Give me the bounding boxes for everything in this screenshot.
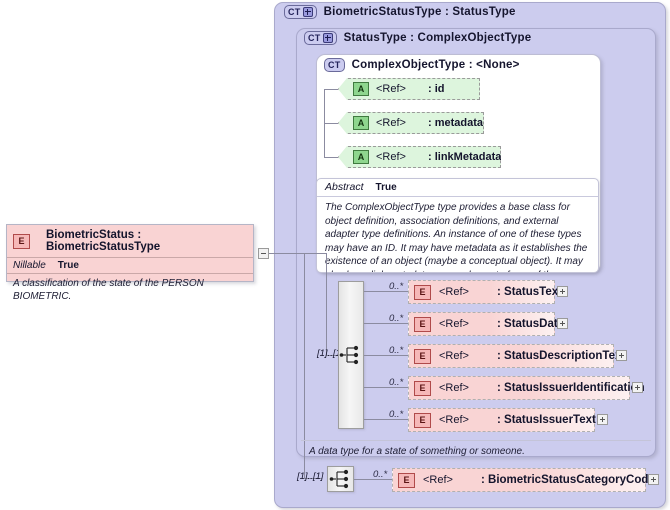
attribute-name: : linkMetadata: [428, 151, 502, 163]
cardinality-biometricstatuscategorycode: 0..*: [373, 469, 388, 480]
root-element-header: E BiometricStatus : BiometricStatusType: [7, 225, 253, 258]
element-connector-line: [364, 355, 408, 356]
sequence-cardinality-statustype: [1]..[1]: [317, 348, 344, 359]
expand-toggle-statusdate[interactable]: [557, 318, 568, 329]
sequence-compositor-biometricstatustype[interactable]: [327, 466, 354, 492]
attribute-ref: <Ref>: [376, 151, 406, 163]
cardinality-statusissueridentification: 0..*: [389, 377, 404, 388]
root-element-documentation: A classification of the state of the PER…: [13, 278, 204, 302]
root-connector-line: [304, 253, 305, 478]
element-connector-line: [364, 323, 408, 324]
attribute-badge-icon: A: [353, 82, 369, 96]
collapse-toggle-icon[interactable]: [258, 248, 269, 259]
element-badge-icon: E: [414, 284, 431, 300]
cardinality-statusdescriptiontext: 0..*: [389, 345, 404, 356]
complexobjecttype-documentation: The ComplexObjectType type provides a ba…: [325, 202, 588, 272]
element-connector-line: [364, 387, 408, 388]
cardinality-statusissuertext: 0..*: [389, 409, 404, 420]
element-badge-icon: E: [398, 472, 415, 488]
element-ref: <Ref>: [439, 382, 469, 394]
element-connector-line: [364, 291, 408, 292]
element-badge-icon: E: [414, 380, 431, 396]
element-row-statusissuertext[interactable]: E <Ref> : StatusIssuerText: [408, 408, 596, 432]
element-ref: <Ref>: [439, 286, 469, 298]
element-row-statusdate[interactable]: E <Ref> : StatusDate: [408, 312, 564, 336]
element-name: : BiometricStatusCategoryCode: [481, 474, 655, 486]
attribute-tree-branch: [324, 89, 338, 90]
attribute-tree-branch: [324, 123, 338, 124]
expand-toggle-statustext[interactable]: [557, 286, 568, 297]
nillable-value: True: [57, 260, 79, 271]
abstract-label: Abstract: [325, 181, 364, 193]
sequence-glyph-icon: [329, 469, 348, 489]
element-ref: <Ref>: [439, 318, 469, 330]
complexobjecttype-annotation-panel: Abstract True The ComplexObjectType type…: [316, 178, 599, 273]
complextype-badge-icon: CT: [324, 58, 345, 72]
attribute-row-id[interactable]: A <Ref> : id: [338, 78, 480, 100]
statustype-connector-line: [304, 253, 326, 254]
expand-toggle-biometricstatuscategorycode[interactable]: [648, 474, 659, 485]
sequence-cardinality-biometricstatustype: [1]..[1]: [297, 471, 324, 482]
attribute-name: : id: [428, 83, 445, 95]
element-badge-icon: E: [414, 348, 431, 364]
type-title-complexobjecttype: ComplexObjectType : <None>: [351, 59, 520, 71]
attribute-tree-branch: [324, 157, 338, 158]
element-name: : StatusDescriptionText: [497, 350, 626, 362]
attribute-ref: <Ref>: [376, 83, 406, 95]
cardinality-statusdate: 0..*: [389, 313, 404, 324]
element-name: : StatusDate: [497, 318, 565, 330]
complextype-badge-icon: CT: [304, 31, 337, 45]
expand-toggle-statusissuertext[interactable]: [597, 414, 608, 425]
attribute-name: : metadata: [428, 117, 484, 129]
attribute-row-metadata[interactable]: A <Ref> : metadata: [338, 112, 484, 134]
element-connector-line: [354, 479, 392, 480]
type-header-complexobjecttype: CT ComplexObjectType : <None>: [324, 58, 520, 72]
attribute-row-linkmetadata[interactable]: A <Ref> : linkMetadata: [338, 146, 501, 168]
sequence-compositor-statustype[interactable]: [338, 281, 364, 429]
expand-toggle-statusissueridentification[interactable]: [632, 382, 643, 393]
type-header-statustype: CT StatusType : ComplexObjectType: [304, 31, 531, 45]
element-row-statustext[interactable]: E <Ref> : StatusText: [408, 280, 562, 304]
statustype-connector-line: [326, 355, 338, 356]
attribute-ref: <Ref>: [376, 117, 406, 129]
cardinality-statustext: 0..*: [389, 281, 404, 292]
nillable-label: Nillable: [13, 260, 46, 271]
element-badge-icon: E: [13, 233, 30, 249]
element-row-biometricstatuscategorycode[interactable]: E <Ref> : BiometricStatusCategoryCode: [392, 468, 655, 492]
root-connector-line: [304, 478, 322, 479]
element-badge-icon: E: [414, 412, 431, 428]
element-ref: <Ref>: [439, 414, 469, 426]
type-title-statustype: StatusType : ComplexObjectType: [343, 32, 532, 44]
nillable-row: Nillable True: [7, 258, 253, 274]
element-connector-line: [364, 419, 408, 420]
root-element-title: BiometricStatus : BiometricStatusType: [46, 229, 161, 253]
element-row-statusdescriptiontext[interactable]: E <Ref> : StatusDescriptionText: [408, 344, 625, 368]
element-ref: <Ref>: [423, 474, 453, 486]
attribute-badge-icon: A: [353, 116, 369, 130]
element-badge-icon: E: [414, 316, 431, 332]
element-name: : StatusIssuerIdentification: [497, 382, 645, 394]
abstract-value: True: [375, 182, 397, 193]
root-connector-line: [269, 253, 304, 254]
abstract-row: Abstract True: [317, 179, 598, 197]
type-header-biometricstatustype: CT BiometricStatusType : StatusType: [284, 5, 516, 19]
complextype-badge-icon: CT: [284, 5, 317, 19]
expand-toggle-statusdescriptiontext[interactable]: [616, 350, 627, 361]
attribute-badge-icon: A: [353, 150, 369, 164]
type-title-biometricstatustype: BiometricStatusType : StatusType: [323, 6, 516, 18]
statustype-documentation: A data type for a state of something or …: [309, 446, 525, 457]
sequence-glyph-icon: [339, 345, 359, 365]
root-element-biometricstatus[interactable]: E BiometricStatus : BiometricStatusType …: [6, 224, 254, 302]
statustype-connector-line: [326, 253, 327, 355]
element-name: : StatusText: [497, 286, 562, 298]
statustype-annotation-panel: A data type for a state of something or …: [301, 440, 651, 459]
element-name: : StatusIssuerText: [497, 414, 596, 426]
element-ref: <Ref>: [439, 350, 469, 362]
element-row-statusissueridentification[interactable]: E <Ref> : StatusIssuerIdentification: [408, 376, 645, 400]
